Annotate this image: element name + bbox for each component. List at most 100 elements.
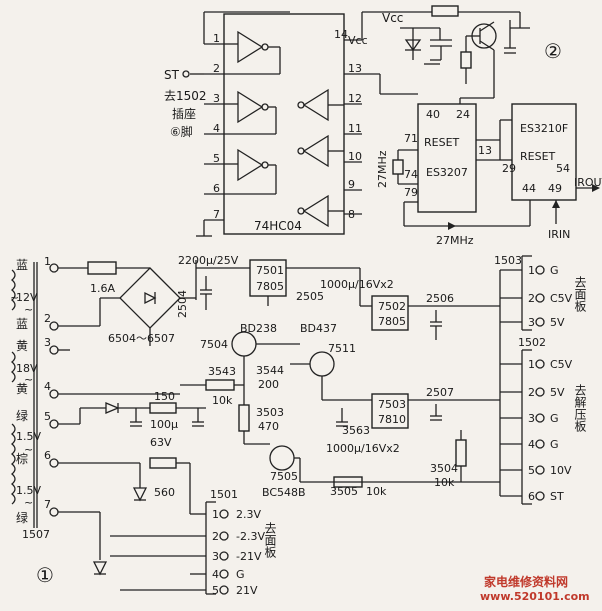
conn1503-pin-2: 2 <box>528 292 535 305</box>
wire-color-7: 绿 <box>16 510 28 525</box>
es3210-outline <box>511 103 577 201</box>
conn1503-name: 1503 <box>494 254 522 267</box>
conn1501-sig-5: 21V <box>236 584 258 597</box>
reg-7503-box <box>371 393 409 429</box>
es3207-pin-24: 24 <box>456 108 470 121</box>
es3210-irin: IRIN <box>548 228 570 241</box>
conn1501-sig-2: -2.3V <box>236 530 265 543</box>
hc04-right-pin-10: 10 <box>348 150 362 163</box>
cap-63v-label: 63V <box>150 436 172 449</box>
conn1502-pin-1: 1 <box>528 358 535 371</box>
conn1502-sig-5: 10V <box>550 464 572 477</box>
conn1501-pin-5: 5 <box>212 584 219 597</box>
winding-12v: 12V <box>16 291 38 304</box>
hc04-vcc-label: Vcc <box>348 34 368 47</box>
conn1501-pin-3: 3 <box>212 550 219 563</box>
conn1502-name: 1502 <box>518 336 546 349</box>
hc04-left-pin-1: 1 <box>213 32 220 45</box>
winding-1v5-a: 1.5V <box>16 430 41 443</box>
conn1502-pin-6: 6 <box>528 490 535 503</box>
es3207-pin-74: 74 <box>404 168 418 181</box>
hc04-part-label: 74HC04 <box>254 219 302 233</box>
conn1503-sig-1: G <box>550 264 559 277</box>
winding-1v5-b: 1.5V <box>16 484 41 497</box>
conn1502-pin-2: 2 <box>528 386 535 399</box>
conn1501-pin-4: 4 <box>212 568 219 581</box>
st-note-line1: 去1502 <box>164 89 207 103</box>
xfmr-pin-4: 4 <box>44 380 51 393</box>
es3207-clock-out: 27MHz <box>436 234 474 247</box>
st-note: ST 去1502 插座 ⑥脚 <box>164 68 207 139</box>
fuse-shape <box>87 261 117 275</box>
connector-1503: 1503 1 2 3 G C5V 5V 去面板 <box>494 254 587 331</box>
inverter-6-shape <box>302 194 329 228</box>
cap-100-label: 100μ <box>150 418 178 431</box>
es3207-name: ES3207 <box>426 166 468 179</box>
conn1502-sig-2: 5V <box>550 386 565 399</box>
es3210-pin-29: 29 <box>502 162 516 175</box>
es3210-irout: IROUT <box>574 176 602 189</box>
es3207-xtal-label: 27MHz <box>376 150 389 188</box>
tilde-1: ~ <box>24 303 33 316</box>
res-3504-label: 3504 <box>430 462 458 475</box>
es3210-name: ES3210F <box>520 122 568 135</box>
bridge-label: 6504～6507 <box>108 332 175 345</box>
aux-rails: 150 100μ 63V 560 <box>79 390 206 576</box>
conn1501-name: 1501 <box>210 488 238 501</box>
res-3543-value: 10k <box>212 394 233 407</box>
inverter-5-shape <box>302 134 329 168</box>
xfmr-pin-2: 2 <box>44 312 51 325</box>
hc04-right-pin-14: 14 <box>334 28 348 41</box>
es3210-pin-44: 44 <box>522 182 536 195</box>
hc04-right-pin-9: 9 <box>348 178 355 191</box>
hc04-right-pin-13: 13 <box>348 62 362 75</box>
xfmr-pin-6: 6 <box>44 449 51 462</box>
es3207-pin-71: 71 <box>404 132 418 145</box>
es3207-outline <box>417 103 477 213</box>
hc04-block: 1 2 3 4 5 6 7 14 13 12 11 10 9 8 Vcc 74H… <box>190 11 368 237</box>
reg-7502-name: 7502 <box>378 300 406 313</box>
conn1501-sig-4: G <box>236 568 245 581</box>
tilde-4: ~ <box>24 496 33 509</box>
xfmr-pin-1: 1 <box>44 255 51 268</box>
hc04-right-pin-8: 8 <box>348 208 355 221</box>
inverter-3-shape <box>237 148 264 182</box>
hc04-left-pin-4: 4 <box>213 122 220 135</box>
wire-color-6: 棕 <box>16 451 28 466</box>
connector-1502: 1502 1 2 3 4 5 6 C5V 5V G G 10V ST 去解压板 <box>499 270 587 505</box>
res-3505-value: 10k <box>366 485 387 498</box>
res-3544-value: 200 <box>258 378 279 391</box>
es3210-pin-49: 49 <box>548 182 562 195</box>
inverter-4-shape <box>302 88 329 122</box>
hc04-left-pin-7: 7 <box>213 208 220 221</box>
reset-circuit: Vcc ② <box>361 5 562 98</box>
cap-1000a-label: 1000μ/16Vx2 <box>320 278 394 291</box>
connector-1501: 1501 1 2 3 4 5 2.3V -2.3V -21V G 21V 去面板 <box>110 462 277 597</box>
xfmr-pin-3: 3 <box>44 336 51 349</box>
conn1503-sig-2: C5V <box>550 292 573 305</box>
res-3504-value: 10k <box>434 476 455 489</box>
st-note-line2: 插座 <box>172 106 196 121</box>
res-3503-label: 3503 <box>256 406 284 419</box>
reg-7502-type: 7805 <box>378 315 406 328</box>
hc04-right-pin-12: 12 <box>348 92 362 105</box>
transistor-7511-label: 7511 <box>328 342 356 355</box>
cap-2506-label: 2506 <box>426 292 454 305</box>
reg-7501-name: 7501 <box>256 264 284 277</box>
fuse-label: 1.6A <box>90 282 115 295</box>
hc04-right-pin-11: 11 <box>348 122 362 135</box>
conn1501-pin-1: 1 <box>212 508 219 521</box>
tilde-3: ~ <box>24 443 33 456</box>
watermark: 家电维修资料网 www.520101.com <box>480 574 590 603</box>
wire-color-5: 绿 <box>16 408 28 423</box>
es3207-reset-label: RESET <box>424 136 460 149</box>
hc04-outline <box>223 13 345 235</box>
es3210-reset-label: RESET <box>520 150 556 163</box>
es3210-block: ES3210F RESET 29 54 44 49 IROUT IRIN <box>502 103 602 241</box>
cap-3563-label: 3563 <box>342 424 370 437</box>
transistor-7504-shape <box>231 331 257 357</box>
wire-color-3: 黄 <box>16 339 28 353</box>
watermark-url: www.520101.com <box>480 590 590 603</box>
reg-7503-name: 7503 <box>378 398 406 411</box>
